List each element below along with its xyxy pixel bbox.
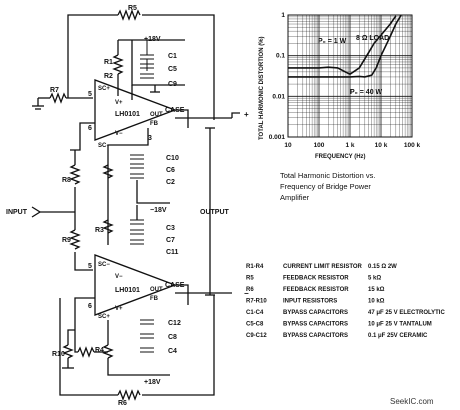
c12-label: C12	[168, 320, 181, 327]
part-value: 10 μF 25 V TANTALUM	[368, 322, 432, 328]
chart-x-tick: 100 k	[404, 142, 421, 149]
supply-top-label: +18V	[144, 36, 161, 43]
part-ref: R1-R4	[246, 264, 264, 270]
bottom-sc-minus: SC−	[98, 262, 110, 268]
chart-ylabel: TOTAL HARMONIC DISTORTION (%)	[259, 36, 265, 140]
c11-label: C11	[166, 249, 179, 256]
top-part-label: LH0101	[115, 111, 140, 118]
part-desc: CURRENT LIMIT RESISTOR	[283, 264, 363, 270]
chart-x-tick: 100	[314, 142, 325, 149]
part-ref: C9-C12	[246, 333, 267, 339]
bottom-vplus: V+	[115, 306, 123, 312]
part-ref: C1-C4	[246, 310, 264, 316]
part-desc: BYPASS CAPACITORS	[283, 333, 348, 339]
top-sc-minus: SC−	[98, 143, 110, 149]
caption-line-1: Total Harmonic Distortion vs.	[280, 171, 375, 180]
chart-y-tick: 1	[281, 12, 285, 19]
chart-y-tick: 0.1	[276, 53, 285, 60]
top-pin3: 3	[148, 135, 152, 142]
top-pin5: 5	[88, 91, 92, 98]
c8-label: C8	[168, 334, 177, 341]
supply-mid-label: −18V	[150, 207, 167, 214]
top-fb-label: FB	[150, 121, 159, 127]
part-value: 0.15 Ω 2W	[368, 264, 397, 270]
chart-series-1	[288, 15, 397, 76]
r8-label: R8	[62, 177, 71, 184]
chart-grid	[287, 15, 412, 138]
c3-label: C3	[166, 225, 175, 232]
chart-x-tick: 1 k	[345, 142, 354, 149]
top-pin6: 6	[88, 125, 92, 132]
supply-bottom-label: +18V	[144, 379, 161, 386]
c2-label: C2	[166, 179, 175, 186]
c4-label: C4	[168, 348, 177, 355]
r9-label: R9	[62, 237, 71, 244]
r1-label: R1	[104, 59, 113, 66]
r2-label: R2	[104, 73, 113, 80]
c7-label: C7	[166, 237, 175, 244]
chart-ticks: 10 100 1 k 10 k 100 k 0.001 0.01 0.1 1	[269, 12, 421, 149]
top-sc-plus: SC+	[98, 86, 110, 92]
part-ref: R7-R10	[246, 299, 267, 305]
bottom-pin5: 5	[88, 263, 92, 270]
minus-output: −	[244, 289, 249, 298]
input-label: INPUT	[6, 209, 28, 216]
top-vplus: V+	[115, 100, 123, 106]
c6-label: C6	[166, 167, 175, 174]
r3-label: R3	[95, 227, 104, 234]
part-value: 0.1 μF 25V CERAMIC	[368, 333, 428, 339]
r4-label: R4	[95, 347, 104, 354]
part-ref: C5-C8	[246, 322, 264, 328]
bottom-sc-plus: SC+	[98, 314, 110, 320]
annotation-8ohm: 8 Ω LOAD	[356, 35, 389, 42]
c1-label: C1	[168, 53, 177, 60]
bottom-vminus: V−	[115, 274, 123, 280]
plus-output: +	[244, 110, 249, 119]
bottom-fb-label: FB	[150, 296, 159, 302]
part-desc: FEEDBACK RESISTOR	[283, 287, 349, 293]
chart-x-tick: 10 k	[375, 142, 388, 149]
caption-line-3: Amplifier	[280, 193, 310, 202]
chart-y-tick: 0.01	[272, 93, 285, 100]
c9-label: C9	[168, 81, 177, 88]
bottom-part-label: LH0101	[115, 287, 140, 294]
chart-xlabel: FREQUENCY (Hz)	[315, 154, 366, 160]
annotation-1w: P₀ = 1 W	[318, 38, 347, 45]
part-desc: FEEDBACK RESISTOR	[283, 276, 349, 282]
bottom-pin6: 6	[88, 303, 92, 310]
thd-chart: 10 100 1 k 10 k 100 k 0.001 0.01 0.1 1 TOTAL HAR…	[259, 12, 421, 160]
part-ref: R5	[246, 276, 254, 282]
r10-label: R10	[52, 351, 65, 358]
schematic-wiring	[31, 9, 240, 401]
watermark: SeekIC.com	[390, 397, 434, 406]
chart-y-tick: 0.001	[269, 134, 286, 141]
r7-label: R7	[50, 87, 59, 94]
caption-line-2: Frequency of Bridge Power	[280, 182, 371, 191]
part-value: 47 μF 25 V ELECTROLYTIC	[368, 310, 445, 316]
part-value: 10 kΩ	[368, 299, 385, 305]
top-out-label: OUT	[150, 112, 163, 118]
chart-lines	[288, 14, 402, 78]
bottom-out-label: OUT	[150, 287, 163, 293]
annotation-40w: P₀ = 40 W	[350, 89, 383, 96]
output-label: OUTPUT	[200, 209, 230, 216]
r6-label: R6	[118, 400, 127, 407]
part-value: 5 kΩ	[368, 276, 381, 282]
part-ref: R6	[246, 287, 254, 293]
part-desc: BYPASS CAPACITORS	[283, 322, 348, 328]
part-desc: BYPASS CAPACITORS	[283, 310, 348, 316]
c10-label: C10	[166, 155, 179, 162]
top-vminus: V−	[115, 131, 123, 137]
r5-label: R5	[128, 5, 137, 12]
top-case-label: CASE	[165, 107, 185, 114]
part-desc: INPUT RESISTORS	[283, 299, 337, 305]
part-value: 15 kΩ	[368, 287, 385, 293]
bottom-case-label: CASE	[165, 282, 185, 289]
c5-label: C5	[168, 66, 177, 73]
chart-series-2	[288, 14, 402, 78]
chart-x-tick: 10	[284, 142, 292, 149]
